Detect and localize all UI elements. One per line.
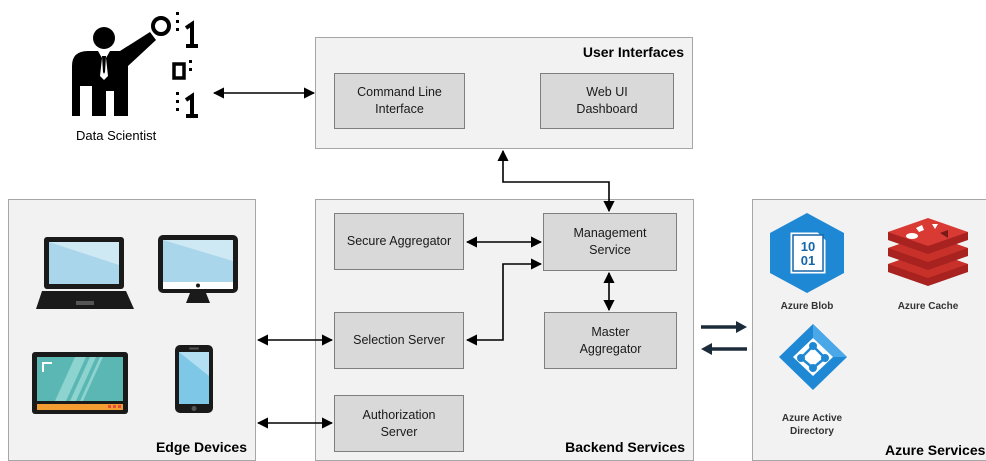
edge-devices-title: Edge Devices	[155, 439, 247, 455]
azure-blob-label: Azure Blob	[780, 301, 834, 312]
azure-exchange-arrows	[701, 321, 747, 355]
smart-tv-icon	[32, 352, 128, 414]
azure-active-directory-label: Azure Active Directory	[781, 413, 843, 437]
management-service-box: Management Service	[543, 213, 677, 271]
command-line-interface-box: Command Line Interface	[334, 73, 465, 129]
azure-active-directory-icon	[779, 324, 847, 390]
data-scientist-label: Data Scientist	[76, 128, 157, 143]
authorization-server-box: Authorization Server	[334, 395, 464, 452]
laptop-icon	[36, 237, 134, 309]
azure-services-title: Azure Services	[885, 442, 986, 458]
selection-server-box: Selection Server	[334, 312, 464, 369]
backend-services-title: Backend Services	[565, 439, 685, 455]
secure-aggregator-box: Secure Aggregator	[334, 213, 464, 270]
azure-cache-label: Azure Cache	[897, 301, 959, 312]
smartphone-icon	[175, 345, 213, 413]
web-ui-dashboard-box: Web UI Dashboard	[540, 73, 674, 129]
svg-text:01: 01	[801, 253, 815, 268]
azure-cache-redis-icon	[888, 218, 968, 286]
blob-binary-glyph: 10	[801, 239, 815, 254]
azure-blob-icon: 10 01	[770, 213, 844, 293]
selection-management-arrow	[465, 258, 543, 346]
ui-management-arrow	[497, 149, 615, 213]
data-scientist-icon	[72, 12, 198, 118]
desktop-monitor-icon	[158, 235, 238, 303]
master-aggregator-box: Master Aggregator	[544, 312, 677, 369]
user-interfaces-title: User Interfaces	[582, 44, 684, 60]
